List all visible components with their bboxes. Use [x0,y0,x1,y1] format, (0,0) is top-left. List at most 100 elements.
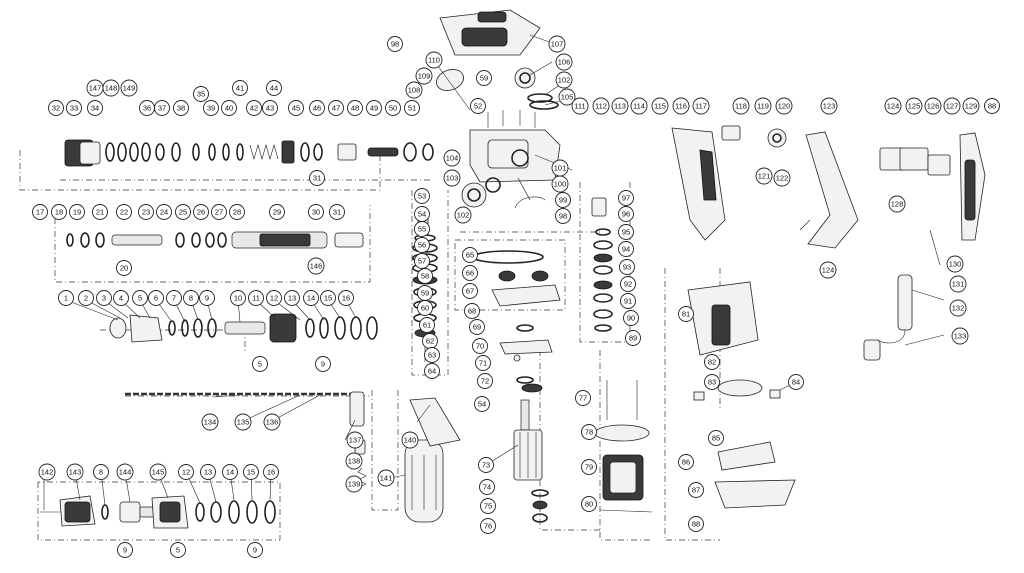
callout-circle [619,259,635,275]
callout-47: 47 [328,100,344,116]
callout-67: 67 [462,283,478,299]
callout-number: 45 [292,104,300,113]
callout-number: 129 [965,102,978,111]
callout-circle [32,204,48,220]
callout-number: 108 [408,86,421,95]
callout-number: 134 [204,418,217,427]
callout-number: 139 [348,480,361,489]
callout-number: 12 [270,294,278,303]
callout-45: 45 [288,100,304,116]
callout-circle [377,469,395,487]
callout-52: 52 [470,98,486,114]
callout-number: 1 [64,294,68,303]
callout-149: 149 [120,79,138,97]
callout-number: 137 [349,436,362,445]
callout-3: 3 [96,290,112,306]
callout-circle [414,237,430,253]
callout-circle [819,261,837,279]
callout-number: 62 [426,337,434,346]
callout-number: 89 [629,334,637,343]
callout-113: 113 [611,97,629,115]
callout-circle [424,363,440,379]
callout-55: 55 [414,221,430,237]
callout-37: 37 [154,100,170,116]
callout-circle [581,496,597,512]
callout-82: 82 [704,354,720,370]
callout-number: 144 [119,468,132,477]
callout-circle [345,475,363,493]
callout-number: 11 [252,294,260,303]
callout-44: 44 [266,80,282,96]
callout-123: 123 [820,97,838,115]
callout-circle [620,293,636,309]
callout-16: 16 [338,290,354,306]
callout-31: 31 [329,204,345,220]
callout-number: 63 [428,351,436,360]
callout-137: 137 [346,431,364,449]
callout-49: 49 [366,100,382,116]
callout-circle [266,290,282,306]
callout-69: 69 [469,319,485,335]
callout-number: 122 [776,174,789,183]
callout-124: 124 [884,97,902,115]
callout-circle [575,390,591,406]
callout-circle [732,97,750,115]
callout-circle [58,290,74,306]
callout-circle [571,97,589,115]
callout-number: 49 [370,104,378,113]
callout-number: 40 [225,104,233,113]
callout-circle [773,169,791,187]
callout-98: 98 [387,36,403,52]
callout-circle [775,97,793,115]
callout-number: 47 [332,104,340,113]
callout-number: 38 [177,104,185,113]
callout-number: 44 [270,84,278,93]
assembly-boundaries [19,150,721,541]
callout-number: 143 [69,468,82,477]
callout-circle [469,319,485,335]
callout-number: 78 [585,428,593,437]
callout-121: 121 [755,167,773,185]
callout-number: 100 [554,180,567,189]
callout-circle [472,338,488,354]
callout-circle [222,464,238,480]
callout-17: 17 [32,204,48,220]
callout-15: 15 [320,290,336,306]
callout-number: 86 [682,458,690,467]
callout-circle [66,100,82,116]
callout-number: 5 [176,546,180,555]
callout-147: 147 [86,79,104,97]
callout-9: 9 [117,542,133,558]
callout-number: 113 [614,102,626,111]
callout-65: 65 [462,247,478,263]
callout-circle [415,67,433,85]
callout-number: 46 [313,104,321,113]
callout-number: 9 [205,294,209,303]
callout-circle [232,80,248,96]
callout-circle [78,290,94,306]
callout-circle [462,247,478,263]
callout-140: 140 [401,431,419,449]
callout-circle [201,413,219,431]
callout-61: 61 [419,317,435,333]
callout-68: 68 [464,303,480,319]
callout-38: 38 [173,100,189,116]
callout-number: 83 [708,378,716,387]
callout-number: 111 [574,102,585,111]
callout-number: 6 [154,294,158,303]
callout-circle [307,257,325,275]
callout-circle [581,459,597,475]
callout-62: 62 [422,333,438,349]
callout-circle [113,290,129,306]
callout-136: 136 [263,413,281,431]
callout-circle [548,35,566,53]
callout-circle [193,204,209,220]
callout-circle [116,463,134,481]
callout-circle [132,290,148,306]
callout-number: 2 [84,294,88,303]
callout-105: 105 [558,88,576,106]
callout-circle [443,149,461,167]
part-illustrations [40,9,986,529]
callout-120: 120 [775,97,793,115]
